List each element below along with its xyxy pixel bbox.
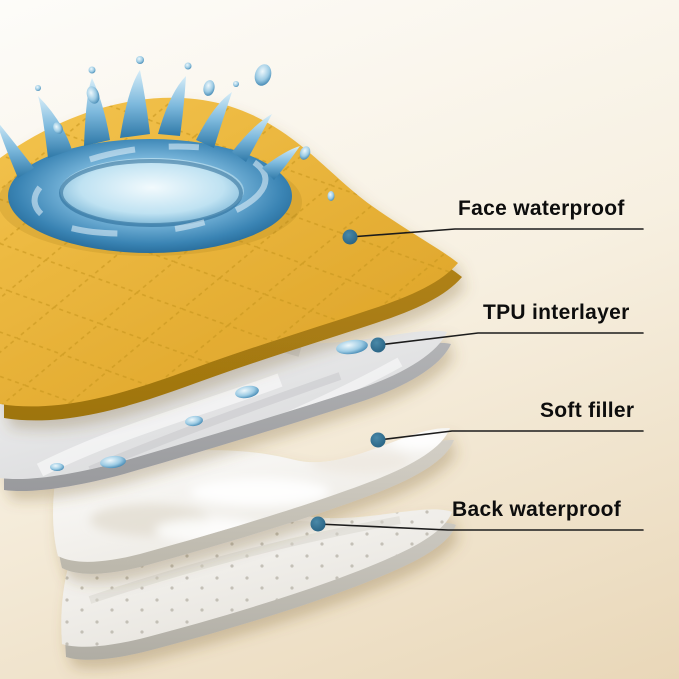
label-back-waterproof: Back waterproof [452,498,622,521]
callouts [310,228,644,532]
callout-dot-back-waterproof [310,516,326,532]
callout-line-soft-filler [377,430,644,441]
label-soft-filler: Soft filler [540,399,635,422]
callout-dot-tpu-interlayer [370,337,386,353]
layer-soft-filler [53,427,454,574]
callout-line-back-waterproof [317,523,644,531]
callout-dot-soft-filler [370,432,386,448]
water-splash [0,56,335,256]
callout-line-tpu-interlayer [377,332,644,346]
splash-flying-droplets [35,56,335,201]
label-tpu-interlayer: TPU interlayer [483,301,630,324]
tpu-water-droplets [50,339,368,471]
label-face-waterproof: Face waterproof [458,197,625,220]
callout-line-face-waterproof [349,228,644,238]
callout-dot-face-waterproof [342,229,358,245]
